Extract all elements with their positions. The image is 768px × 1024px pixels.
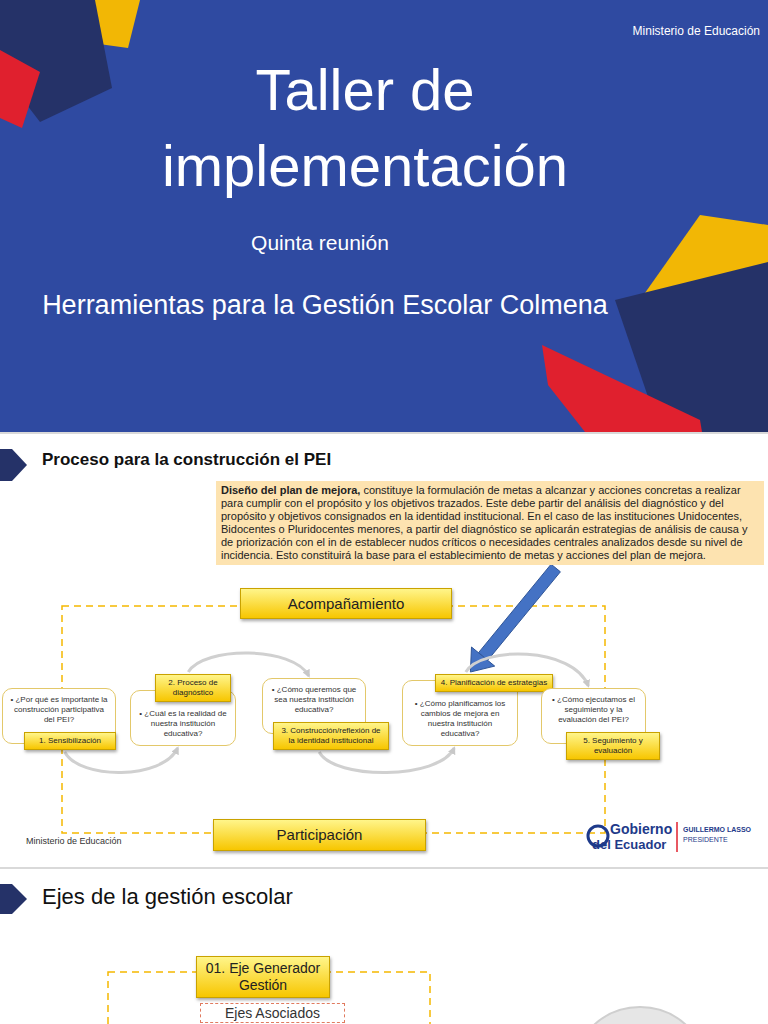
cycle-arrow [319,748,454,773]
node-text: • ¿Cómo planificamos los cambios de mejo… [409,699,511,739]
slide-text: Ministerio de Educación [560,24,760,38]
node-text: • ¿Cuál es la realidad de nuestra instit… [137,709,229,739]
step-box: 4. Planificación de estrategias [435,674,553,692]
logo-divider [676,822,678,852]
slide-text: del Ecuador [592,837,676,852]
slide-text: PRESIDENTE [683,836,767,844]
step-box: 3. Construcción/reflexión de la identida… [273,722,389,750]
decor-shape [542,345,702,432]
grey-circle [572,1007,708,1024]
slide-text: Gobierno [610,822,674,837]
sub-box: Ejes Asociados [200,1003,345,1023]
band-box: Acompañamiento [240,588,452,619]
note-heading: Diseño del plan de mejora, [221,484,360,496]
cycle-arc [65,748,178,773]
slide-divider [0,432,768,434]
slide-text: Ejes de la gestión escolar [42,884,442,910]
node-text: Ejes Asociados [205,1005,340,1021]
title-slide [0,0,768,432]
title-chevron [0,449,27,481]
node-text: • ¿Por qué es importante la construcción… [9,695,109,725]
cycle-arrow [188,653,308,676]
slide-text: Taller de implementación [130,52,600,204]
title-chevron [0,884,27,914]
axis-box: 01. Eje Generador Gestión [196,956,330,998]
node-text: 1. Sensibilización [39,736,101,746]
node-text: • ¿Cómo ejecutamos el seguimiento y la e… [548,695,639,725]
cycle-arc [319,748,454,773]
band-box: Participación [213,819,426,851]
node-text: 2. Proceso de diagnóstico [160,678,226,698]
slide-text: Ministerio de Educación [26,836,186,847]
step-box: 1. Sensibilización [24,732,116,750]
slide-divider [0,867,768,869]
node-text: 01. Eje Generador Gestión [201,960,325,994]
slide-text: Quinta reunión [200,230,440,255]
text-box: Diseño del plan de mejora,constituye la … [216,481,764,565]
text-wrap: Participación [277,826,363,844]
arrow-shaft [479,564,561,660]
node-text: 3. Construcción/reflexión de la identida… [278,726,384,746]
text-wrap: 1. Sensibilización [39,736,101,746]
cycle-arrow [65,748,178,773]
text-wrap: 4. Planificación de estrategias [441,678,547,688]
slide-text: Herramientas para la Gestión Escolar Col… [40,286,610,324]
dashed-frame [62,606,605,833]
node-text: Acompañamiento [288,595,405,613]
step-box: 2. Proceso de diagnóstico [155,674,231,702]
node-text: 4. Planificación de estrategias [441,678,547,688]
text-wrap: Acompañamiento [288,595,405,613]
step-box: 5. Seguimiento y evaluación [566,732,660,760]
decor-shape [0,50,40,128]
text-wrap: 01. Eje Generador Gestión [201,960,325,994]
node-text: Participación [277,826,363,844]
node-text: • ¿Cómo queremos que sea nuestra institu… [269,685,359,715]
text-wrap: 5. Seguimiento y evaluación [571,736,655,756]
node-text: 5. Seguimiento y evaluación [571,736,655,756]
slide-text: Proceso para la construcción el PEI [42,450,442,470]
text-wrap: 2. Proceso de diagnóstico [160,678,226,698]
cycle-arc [188,653,308,676]
slide-text: GUILLERMO LASSO [683,826,767,834]
text-wrap: 3. Construcción/reflexión de la identida… [278,726,384,746]
